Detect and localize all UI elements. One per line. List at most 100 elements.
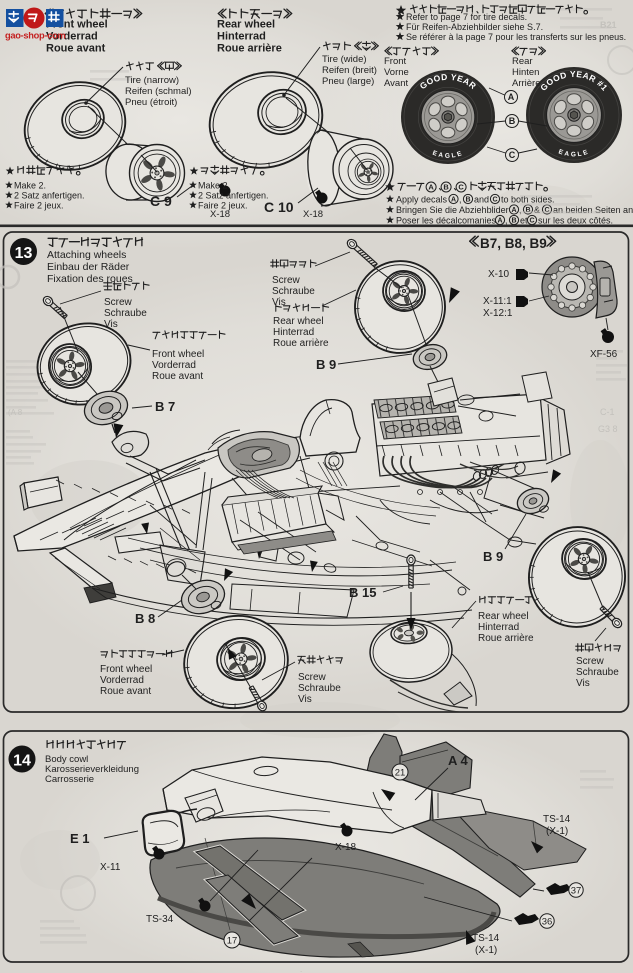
svg-text:Fixation des roues: Fixation des roues <box>47 273 133 285</box>
svg-text:36: 36 <box>542 916 553 927</box>
svg-text:Screw: Screw <box>576 656 605 667</box>
svg-text:Front wheel: Front wheel <box>152 349 204 360</box>
svg-text:Hinten: Hinten <box>512 67 539 78</box>
svg-text:Apply decals: Apply decals <box>396 195 448 205</box>
svg-text:Roue avant: Roue avant <box>100 686 151 697</box>
svg-text:Bringen Sie die Abziehblider: Bringen Sie die Abziehblider <box>396 205 509 215</box>
svg-text:Screw: Screw <box>104 297 133 308</box>
svg-text:B 15: B 15 <box>349 585 376 600</box>
svg-text:Front wheel: Front wheel <box>100 664 152 675</box>
svg-text:Pneu (large): Pneu (large) <box>322 76 374 87</box>
svg-text:Vorderrad: Vorderrad <box>100 675 144 686</box>
svg-text:Schraube: Schraube <box>104 308 147 319</box>
svg-text:C 9: C 9 <box>150 193 172 209</box>
svg-text:X-11:1: X-11:1 <box>483 296 512 307</box>
svg-text:B: B <box>525 207 530 214</box>
svg-text:Hinterrad: Hinterrad <box>217 31 266 43</box>
svg-text:A: A <box>497 218 502 225</box>
svg-text:A 4: A 4 <box>448 753 469 768</box>
svg-text:.: . <box>300 965 302 973</box>
svg-text:,: , <box>459 195 462 205</box>
svg-text:Vorne: Vorne <box>384 67 409 78</box>
svg-text:C: C <box>458 183 464 192</box>
svg-text:Faire 2 jeux.: Faire 2 jeux. <box>14 201 64 211</box>
svg-text:Vis: Vis <box>272 297 286 308</box>
svg-text:B 8: B 8 <box>135 611 155 626</box>
svg-text:Schraube: Schraube <box>298 683 341 694</box>
svg-text:Rear wheel: Rear wheel <box>217 19 275 31</box>
svg-text:Karosserieverkleidung: Karosserieverkleidung <box>45 764 139 775</box>
svg-text:,: , <box>505 216 508 226</box>
svg-text:EAGLE: EAGLE <box>431 150 464 160</box>
svg-text:B7, B8, B9: B7, B8, B9 <box>480 236 547 251</box>
svg-text:A: A <box>508 92 515 102</box>
svg-text:an beiden Seiten an.: an beiden Seiten an. <box>553 205 633 215</box>
svg-text:Roue avant: Roue avant <box>46 43 106 55</box>
svg-text:14: 14 <box>13 753 31 770</box>
svg-text:Schraube: Schraube <box>272 286 315 297</box>
svg-text:C: C <box>544 207 549 214</box>
svg-text:21: 21 <box>395 767 406 778</box>
svg-text:&: & <box>534 205 540 215</box>
svg-text:Schraube: Schraube <box>576 667 619 678</box>
svg-text:37: 37 <box>571 885 582 896</box>
svg-text:Reifen (breit): Reifen (breit) <box>322 65 377 76</box>
svg-text:EAGLE: EAGLE <box>557 148 590 158</box>
svg-text:Avant: Avant <box>384 78 408 89</box>
svg-text:B 9: B 9 <box>316 357 336 372</box>
svg-text:(X-1): (X-1) <box>475 945 497 956</box>
svg-text:X-12:1: X-12:1 <box>483 308 513 319</box>
svg-text:X-18: X-18 <box>210 209 230 220</box>
svg-text:X-18: X-18 <box>303 209 323 220</box>
svg-text:TS-14: TS-14 <box>472 933 500 944</box>
svg-text:gao-shop-com: gao-shop-com <box>5 31 65 41</box>
svg-text:Body cowl: Body cowl <box>45 754 88 765</box>
svg-text:sur les deux côtés.: sur les deux côtés. <box>538 216 613 226</box>
svg-text:Refer to page 7 for tire decal: Refer to page 7 for tire decals. <box>406 12 527 22</box>
svg-text:C: C <box>492 197 497 204</box>
svg-text:Screw: Screw <box>272 275 301 286</box>
svg-text:Rear wheel: Rear wheel <box>273 316 324 327</box>
svg-text:Carrosserie: Carrosserie <box>45 774 94 785</box>
svg-text:XF-56: XF-56 <box>590 349 618 360</box>
svg-text:Hinterrad: Hinterrad <box>478 622 519 633</box>
svg-text:2 Satz anfertigen.: 2 Satz anfertigen. <box>198 191 269 201</box>
svg-text:Vis: Vis <box>298 694 312 705</box>
svg-text:Poser les décalcomanies: Poser les décalcomanies <box>396 216 497 226</box>
svg-text:B: B <box>465 197 470 204</box>
svg-text:B21: B21 <box>600 20 617 30</box>
svg-text:E 1: E 1 <box>70 831 90 846</box>
svg-text:G3 8: G3 8 <box>598 424 618 434</box>
svg-text:to both sides.: to both sides. <box>501 195 555 205</box>
svg-text:B: B <box>443 183 449 192</box>
svg-text:Roue arrière: Roue arrière <box>217 43 282 55</box>
svg-text:et: et <box>520 216 528 226</box>
svg-text:Screw: Screw <box>298 672 327 683</box>
svg-text:B: B <box>509 116 516 126</box>
svg-text:Hinterrad: Hinterrad <box>273 327 314 338</box>
svg-text:(A 8: (A 8 <box>8 408 23 417</box>
svg-text:and: and <box>474 195 489 205</box>
svg-text:Make 2.: Make 2. <box>14 181 46 191</box>
svg-text:Roue arrière: Roue arrière <box>273 338 329 349</box>
svg-text:Reifen (schmal): Reifen (schmal) <box>125 86 192 97</box>
svg-text:Einbau der Räder: Einbau der Räder <box>47 261 130 273</box>
svg-text:Se référer à la page 7 pour le: Se référer à la page 7 pour les transfer… <box>406 32 626 42</box>
svg-text:X-18: X-18 <box>335 842 357 853</box>
svg-text:17: 17 <box>227 935 238 946</box>
svg-text:TS-14: TS-14 <box>543 814 571 825</box>
svg-text:2 Satz anfertigen.: 2 Satz anfertigen. <box>14 191 85 201</box>
svg-text:Tire (wide): Tire (wide) <box>322 54 367 65</box>
svg-text:,: , <box>519 205 522 215</box>
svg-text:(X-1): (X-1) <box>546 826 568 837</box>
svg-text:B 7: B 7 <box>155 399 175 414</box>
svg-text:Tire (narrow): Tire (narrow) <box>125 75 179 86</box>
svg-text:Vis: Vis <box>576 678 590 689</box>
svg-text:13: 13 <box>15 245 33 262</box>
svg-text:Front: Front <box>384 56 407 67</box>
svg-text:X-10: X-10 <box>488 269 510 280</box>
svg-text:Pneu (étroit): Pneu (étroit) <box>125 97 177 108</box>
svg-text:B 9: B 9 <box>483 549 503 564</box>
svg-text:A: A <box>511 207 516 214</box>
svg-text:C: C <box>529 218 534 225</box>
